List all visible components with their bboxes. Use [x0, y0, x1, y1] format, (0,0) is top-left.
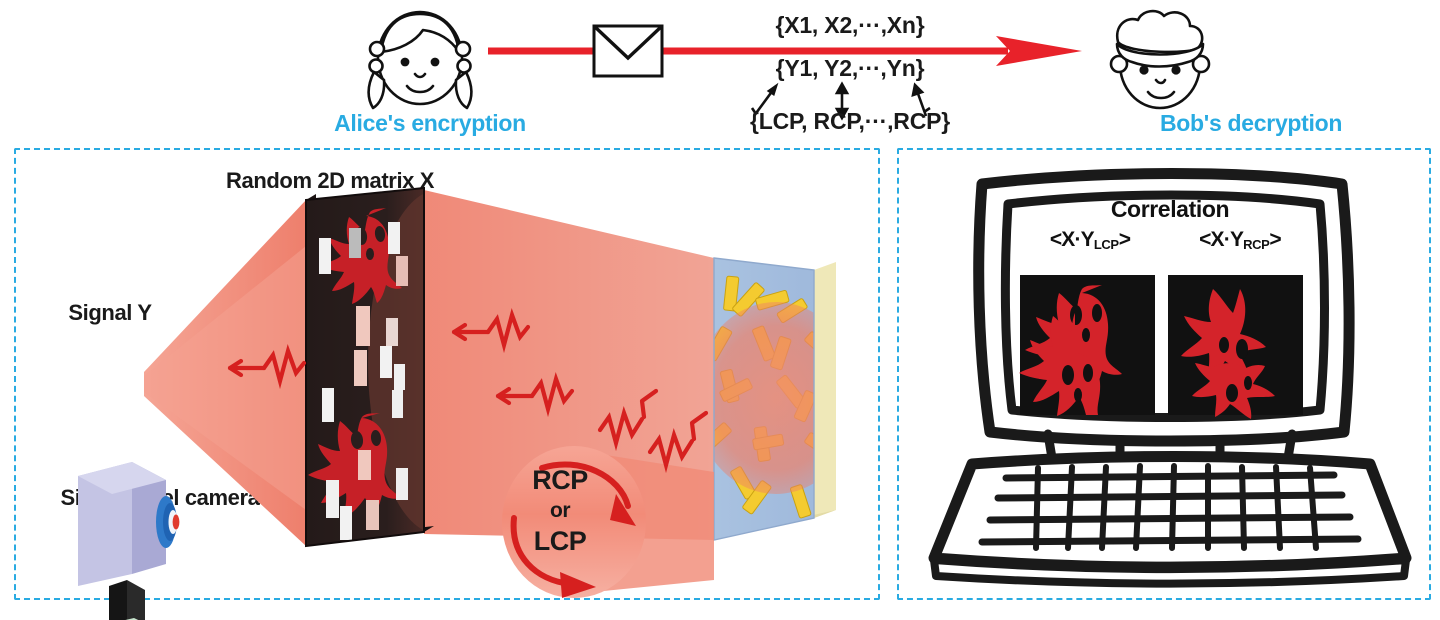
rcp-label: RCP — [532, 465, 588, 495]
random-matrix-mask — [305, 186, 434, 548]
lcp-correlation-label: <X·YLCP> — [1010, 228, 1170, 252]
signal-y-label: Signal Y — [68, 300, 152, 325]
alice-avatar-icon — [367, 10, 473, 110]
lcp-label-suffix: > — [1118, 228, 1131, 251]
lcp-arrow-icon — [560, 572, 596, 598]
bob-label: Bob's decryption — [1160, 110, 1343, 136]
lcp-label: LCP — [533, 526, 587, 556]
rcp-label-suffix: > — [1269, 228, 1281, 251]
lcp-label-sub: LCP — [1093, 237, 1119, 252]
rcp-arrow-icon — [610, 494, 636, 526]
bob-avatar-icon — [1109, 9, 1211, 110]
photon-wiggle-icons — [227, 308, 709, 474]
single-pixel-camera-icon — [78, 462, 180, 620]
encryption-setup-panel — [14, 148, 880, 600]
reconstructed-ghost-pair-lcp — [1019, 275, 1155, 416]
alice-label: Alice's encryption — [334, 110, 526, 136]
x-sequence-label: {X1, X2,···,Xn} — [775, 12, 925, 38]
lcp-label-prefix: <X·Y — [1049, 228, 1095, 251]
polarization-sequence-label: {LCP, RCP,···,RCP} — [749, 108, 951, 134]
reconstructed-ghost-pair-rcp — [1168, 275, 1303, 419]
rcp-label-sub: RCP — [1243, 237, 1270, 252]
rcp-label-prefix: <X·Y — [1199, 228, 1244, 251]
or-label: or — [550, 499, 571, 522]
nanorod-metasurface — [713, 257, 836, 541]
polarization-cylinder — [502, 446, 714, 598]
key-mapping-arrows-icon — [750, 81, 931, 121]
y-sequence-label: {Y1, Y2,···,Yn} — [775, 55, 925, 81]
decryption-computer-panel — [897, 148, 1431, 600]
envelope-icon — [592, 24, 664, 78]
transmission-arrow-icon — [488, 36, 1082, 66]
rcp-correlation-label: <X·YRCP> — [1160, 228, 1320, 252]
beam-cone-right — [424, 190, 714, 540]
optical-setup-illustration — [78, 186, 836, 620]
screen-title: Correlation — [1110, 196, 1230, 222]
random-matrix-label: Random 2D matrix X — [226, 168, 434, 193]
